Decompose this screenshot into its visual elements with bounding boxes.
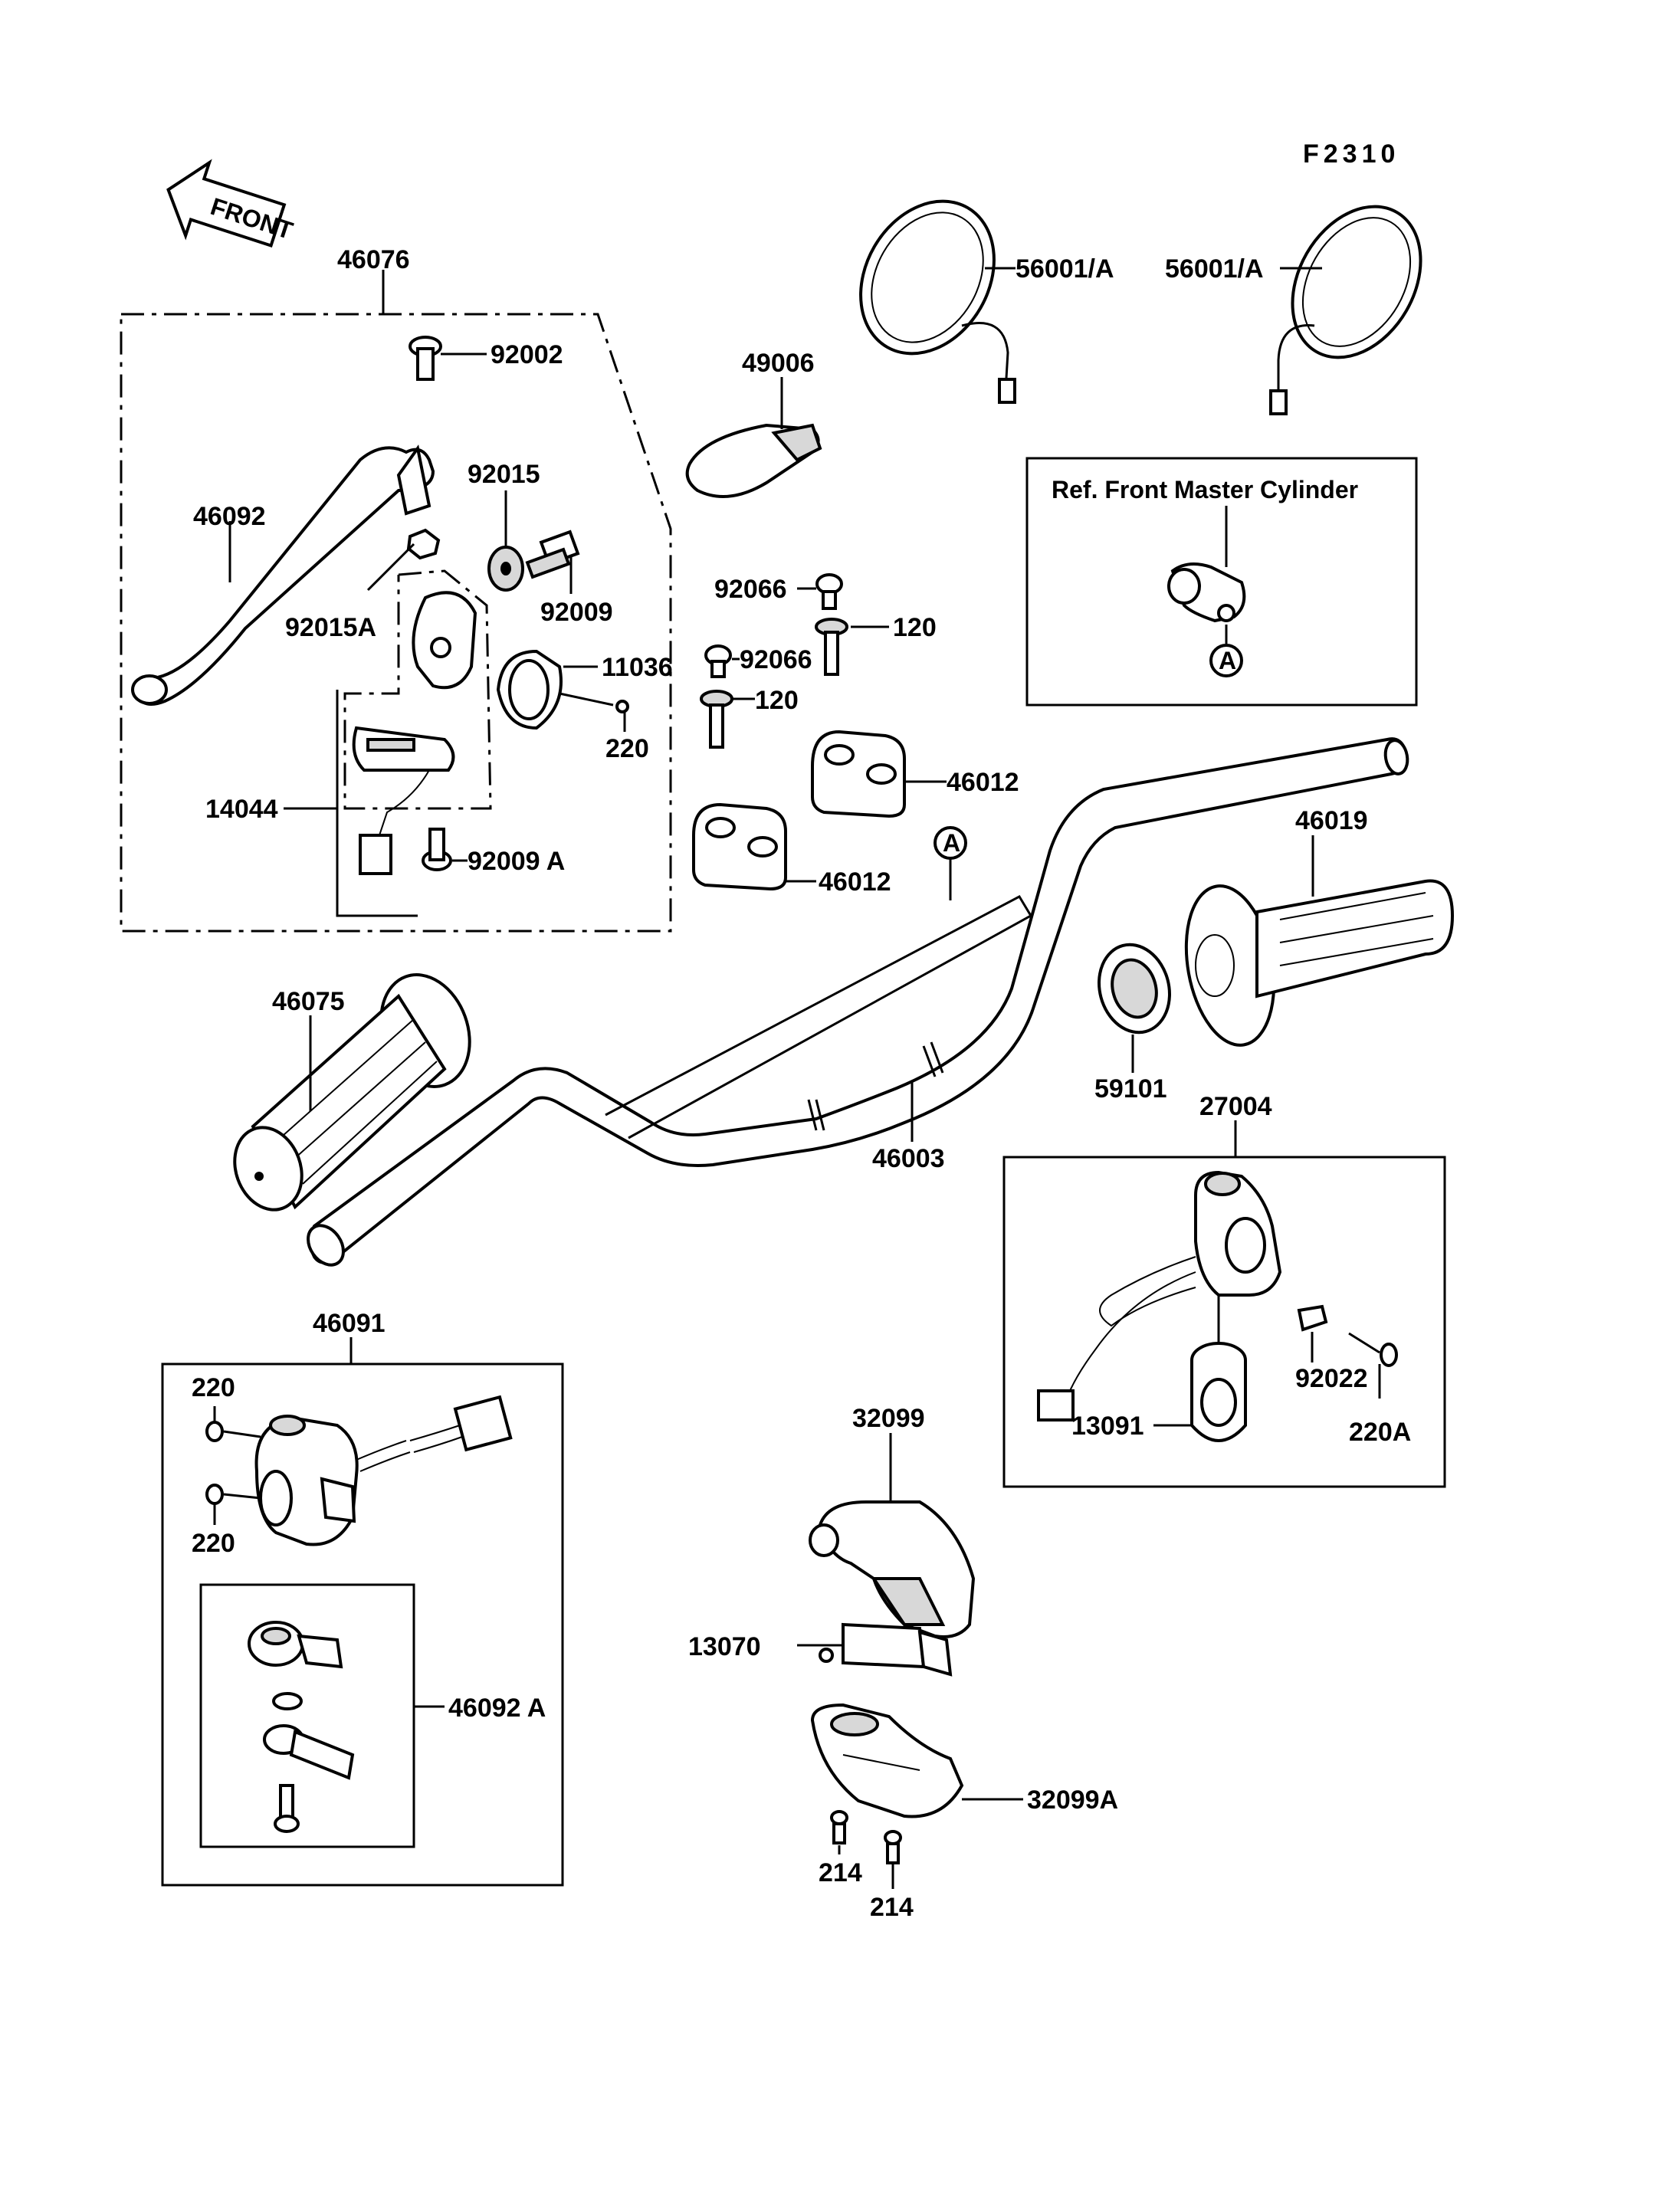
label-27004: 27004 [1199,1092,1272,1121]
label-13070: 13070 [688,1632,761,1661]
handlebar-46003-icon [307,737,1409,1267]
label-56001A-right: 56001/A [1165,254,1264,284]
figure-code: F2310 [1303,139,1399,169]
label-14044: 14044 [205,795,278,824]
mirror-left-icon [859,199,1016,404]
label-92066-bottom: 92066 [740,645,812,674]
label-56001A-left: 56001/A [1016,254,1114,284]
label-46012-top: 46012 [947,768,1019,797]
label-46012-bottom: 46012 [819,867,891,897]
bolt-92066-top-icon [815,573,843,610]
ring-59101-icon [1098,943,1171,1035]
bolt-92066-bottom-icon [704,644,732,678]
holder-46012-bottom-icon [692,802,787,891]
screw-220-sw-top-icon [205,1406,261,1442]
screw-220-sw-bottom-icon [205,1484,261,1525]
mirror-right-icon [1269,205,1422,415]
switch-housing-13091-icon [1190,1295,1247,1442]
label-46019: 46019 [1295,806,1368,835]
label-46091: 46091 [313,1309,386,1338]
switch-46091-group: 46091 220 220 [161,1309,564,1887]
label-120-bottom: 120 [755,686,799,715]
switch-27004-group: 27004 92022 220A 13091 [1002,1092,1446,1488]
clamp-11036-icon [496,649,629,730]
lever-bracket-icon [412,591,477,690]
label-59101: 59101 [1094,1074,1167,1103]
adjuster-92009-icon [525,530,580,594]
label-46092A: 46092 A [448,1694,546,1723]
label-214-right: 214 [870,1893,914,1922]
label-92022: 92022 [1295,1364,1368,1393]
label-46092: 46092 [193,502,266,531]
nut-92015A-icon [366,528,441,592]
label-120-top: 120 [893,613,937,642]
marker-a-ref-icon [1209,644,1243,677]
front-arrow-icon: FRONT [166,159,297,248]
screw-92009A-icon [422,828,452,871]
washer-92015-icon [487,546,524,592]
housing-32099A-icon [810,1703,964,1818]
clip-92022-icon [1297,1304,1328,1362]
clutch-lever-group: 46076 92002 46092 92015 92015A [120,245,673,933]
housing-32099-icon [809,1500,976,1638]
label-220A: 220A [1349,1418,1411,1447]
label-11036: 11036 [602,653,673,682]
label-92009A: 92009 A [468,847,565,876]
cover-49006-icon [685,423,822,498]
label-49006: 49006 [742,349,815,378]
label-13091: 13091 [1071,1412,1144,1441]
clutch-group-boundary [120,313,672,933]
switch-14044-icon [352,726,455,875]
label-92015A: 92015A [285,613,376,642]
label-32099A: 32099A [1027,1785,1118,1815]
label-92066-top: 92066 [714,575,787,604]
lever-assembly-46092A-icon [248,1621,355,1833]
switch-housing-27004-icon [1037,1170,1282,1421]
ref-master-cylinder-box: Ref. Front Master Cylinder A [1025,457,1418,707]
label-92015: 92015 [468,460,540,489]
washer-120-bottom-icon [700,690,733,749]
label-46076: 46076 [337,245,410,274]
grip-46019-icon [1184,879,1455,1047]
label-92002: 92002 [491,340,563,369]
label-46003: 46003 [872,1144,945,1173]
label-32099: 32099 [852,1404,925,1433]
label-220-top: 220 [605,734,649,763]
holder-46012-top-icon [811,730,906,818]
marker-a-ref: A [1219,647,1236,674]
grip-46075-icon [233,973,471,1212]
switch-13070-icon [819,1622,953,1677]
label-214-left: 214 [819,1858,862,1887]
label-92009: 92009 [540,598,613,627]
master-cylinder-clamp-icon [1167,562,1246,623]
screw-214-left-icon [830,1810,848,1854]
label-46075: 46075 [272,987,345,1016]
clutch-lever-46092-icon [131,444,435,706]
label-220-sw-top: 220 [192,1373,235,1402]
label-220-sw-bottom: 220 [192,1529,235,1558]
screw-220A-icon [1348,1332,1398,1399]
bolt-92002-icon [409,336,487,381]
marker-a-handlebar: A [943,829,960,857]
screw-214-right-icon [884,1830,902,1889]
ref-box-title: Ref. Front Master Cylinder [1052,476,1358,503]
switch-housing-46091-icon [254,1395,513,1546]
washer-120-top-icon [815,618,848,676]
